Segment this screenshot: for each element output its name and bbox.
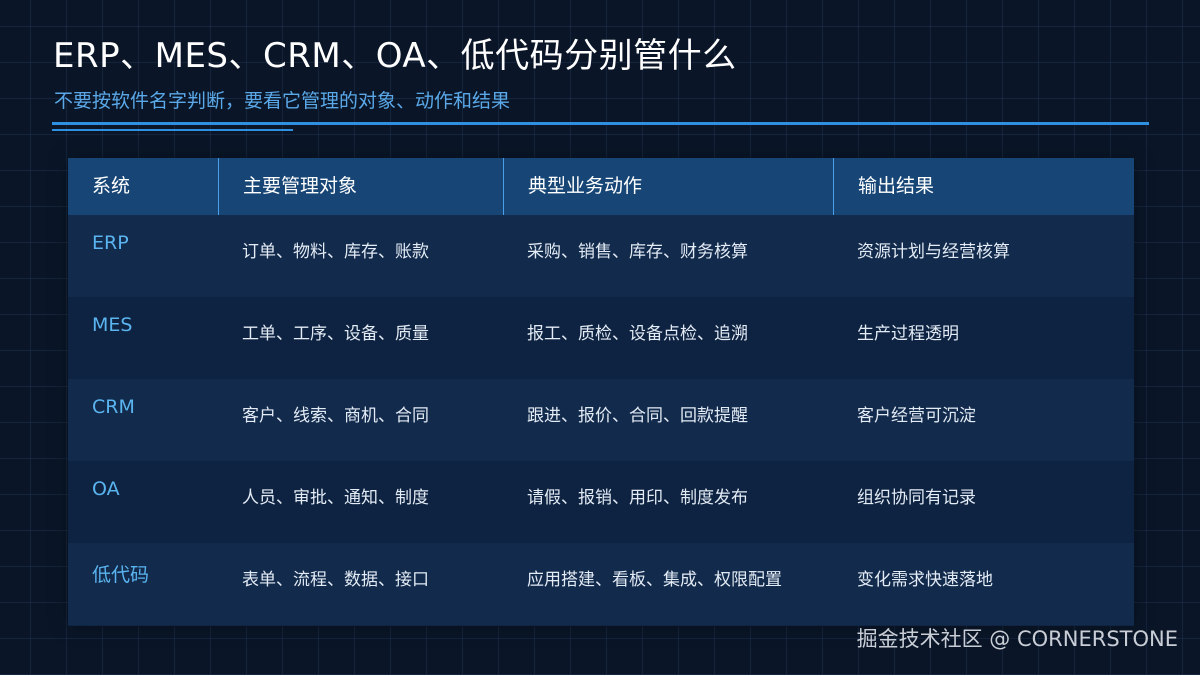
title-accent-divider — [52, 129, 293, 131]
table-row: ERP 订单、物料、库存、账款 采购、销售、库存、财务核算 资源计划与经营核算 — [68, 215, 1134, 297]
cell-actions: 应用搭建、看板、集成、权限配置 — [527, 570, 782, 590]
table-row: MES 工单、工序、设备、质量 报工、质检、设备点检、追溯 生产过程透明 — [68, 297, 1134, 379]
title-divider — [52, 122, 1149, 125]
header-actions: 典型业务动作 — [503, 158, 833, 215]
cell-actions: 跟进、报价、合同、回款提醒 — [527, 406, 748, 426]
cell-output: 组织协同有记录 — [857, 488, 976, 508]
comparison-table: 系统 主要管理对象 典型业务动作 输出结果 ERP 订单、物料、库存、账款 采购… — [68, 158, 1134, 626]
page-subtitle: 不要按软件名字判断，要看它管理的对象、动作和结果 — [54, 90, 511, 112]
cell-objects: 客户、线索、商机、合同 — [242, 406, 429, 426]
table-row: CRM 客户、线索、商机、合同 跟进、报价、合同、回款提醒 客户经营可沉淀 — [68, 379, 1134, 461]
cell-system: 低代码 — [92, 564, 150, 586]
header-output: 输出结果 — [833, 158, 1134, 215]
cell-actions: 采购、销售、库存、财务核算 — [527, 242, 748, 262]
header-system: 系统 — [92, 175, 131, 197]
cell-output: 客户经营可沉淀 — [857, 406, 976, 426]
cell-objects: 表单、流程、数据、接口 — [242, 570, 429, 590]
table-header: 系统 主要管理对象 典型业务动作 输出结果 — [68, 158, 1134, 215]
cell-output: 资源计划与经营核算 — [857, 242, 1010, 262]
cell-output: 变化需求快速落地 — [857, 570, 993, 590]
cell-system: ERP — [92, 232, 129, 254]
watermark: 掘金技术社区 @ CORNERSTONE — [856, 627, 1178, 651]
cell-objects: 人员、审批、通知、制度 — [242, 488, 429, 508]
cell-actions: 请假、报销、用印、制度发布 — [527, 488, 748, 508]
cell-objects: 订单、物料、库存、账款 — [242, 242, 429, 262]
page-title: ERP、MES、CRM、OA、低代码分别管什么 — [53, 36, 737, 76]
cell-objects: 工单、工序、设备、质量 — [242, 324, 429, 344]
cell-actions: 报工、质检、设备点检、追溯 — [527, 324, 748, 344]
cell-output: 生产过程透明 — [857, 324, 959, 344]
table-row: OA 人员、审批、通知、制度 请假、报销、用印、制度发布 组织协同有记录 — [68, 461, 1134, 543]
cell-system: CRM — [92, 396, 135, 418]
table-row: 低代码 表单、流程、数据、接口 应用搭建、看板、集成、权限配置 变化需求快速落地 — [68, 543, 1134, 625]
header-objects: 主要管理对象 — [218, 158, 503, 215]
cell-system: OA — [92, 478, 120, 500]
cell-system: MES — [92, 314, 133, 336]
